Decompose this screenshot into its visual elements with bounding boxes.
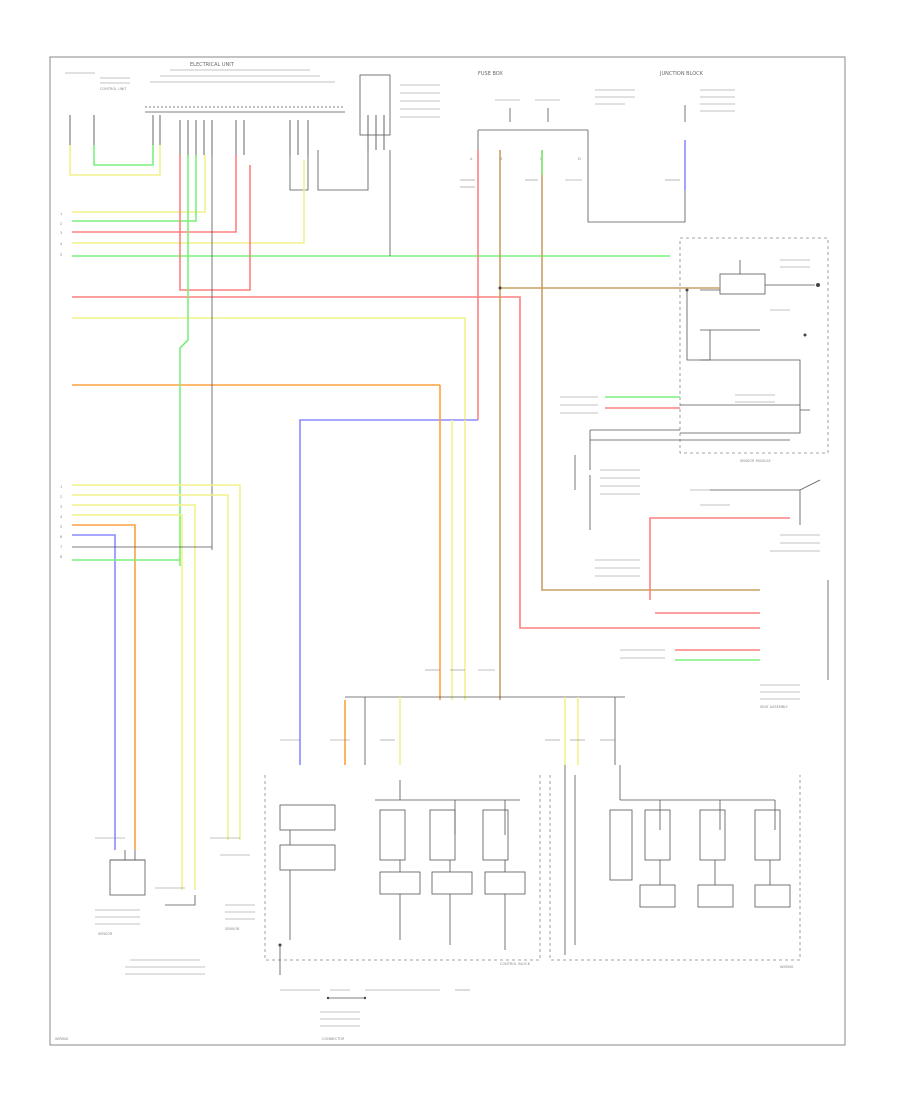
- top-left-loops: [69, 145, 369, 191]
- left-sensor-a-label: SENSOR: [98, 932, 113, 936]
- bottom-connector: CONNECTOR: [280, 989, 470, 1041]
- lower-left-control-block: CONTROL BLOCK: [264, 775, 541, 975]
- svg-text:8: 8: [60, 555, 62, 559]
- svg-text:D: D: [578, 157, 581, 161]
- svg-text:1: 1: [60, 485, 62, 489]
- right-assembly-label: SEAT ASSEMBLY: [760, 705, 789, 709]
- svg-text:1: 1: [60, 212, 62, 216]
- corner-note-right: WIRING: [780, 965, 794, 969]
- svg-text:4: 4: [60, 515, 63, 519]
- right-module-label: SENSOR MODULE: [740, 459, 771, 463]
- left-bus-lines: 1 2 3 4 5: [60, 150, 760, 629]
- fuse-box-wires: [460, 140, 760, 700]
- bottom-connector-label: CONNECTOR: [322, 1037, 345, 1041]
- svg-text:A: A: [470, 157, 473, 161]
- top-title: ELECTRICAL UNIT: [190, 62, 235, 68]
- top-pin-ticks: [69, 115, 385, 155]
- left-mid-connector: 1 2 3 4 5 6 7 8: [60, 484, 241, 890]
- center-junction: [280, 669, 625, 765]
- right-side-connectors: [560, 396, 680, 577]
- svg-text:2: 2: [60, 222, 62, 226]
- top-left-header: ELECTRICAL UNIT: [65, 62, 440, 136]
- seat-assembly: SEAT ASSEMBLY: [620, 479, 829, 709]
- left-sensor-b-label: SENSOR: [225, 927, 240, 931]
- diagram-frame: [49, 56, 846, 1046]
- left-block-label: CONTROL UNIT: [100, 87, 127, 91]
- corner-note: WIRING: [55, 1037, 69, 1041]
- svg-text:5: 5: [60, 525, 62, 529]
- left-sensors: SENSOR SENSOR: [95, 837, 255, 975]
- top-right-label: JUNCTION BLOCK: [659, 71, 704, 77]
- svg-text:2: 2: [60, 495, 62, 499]
- svg-text:3: 3: [60, 505, 62, 509]
- svg-text:3: 3: [60, 231, 62, 235]
- svg-text:5: 5: [60, 253, 62, 257]
- svg-text:4: 4: [60, 242, 63, 246]
- top-connector-box: [359, 74, 391, 136]
- svg-text:B: B: [500, 157, 503, 161]
- left-verticals: [179, 155, 251, 566]
- fuse-box-label: FUSE BOX: [478, 71, 503, 77]
- svg-text:7: 7: [60, 545, 62, 549]
- fuse-box: FUSE BOX A B C D JUNCTION BLOCK: [470, 71, 735, 161]
- lower-right-control-block: WIRING: [549, 765, 801, 969]
- svg-text:6: 6: [60, 535, 62, 539]
- blue-wire: [299, 419, 478, 765]
- right-sensor-module: SENSOR MODULE: [679, 237, 829, 463]
- center-block-label: CONTROL BLOCK: [500, 962, 531, 966]
